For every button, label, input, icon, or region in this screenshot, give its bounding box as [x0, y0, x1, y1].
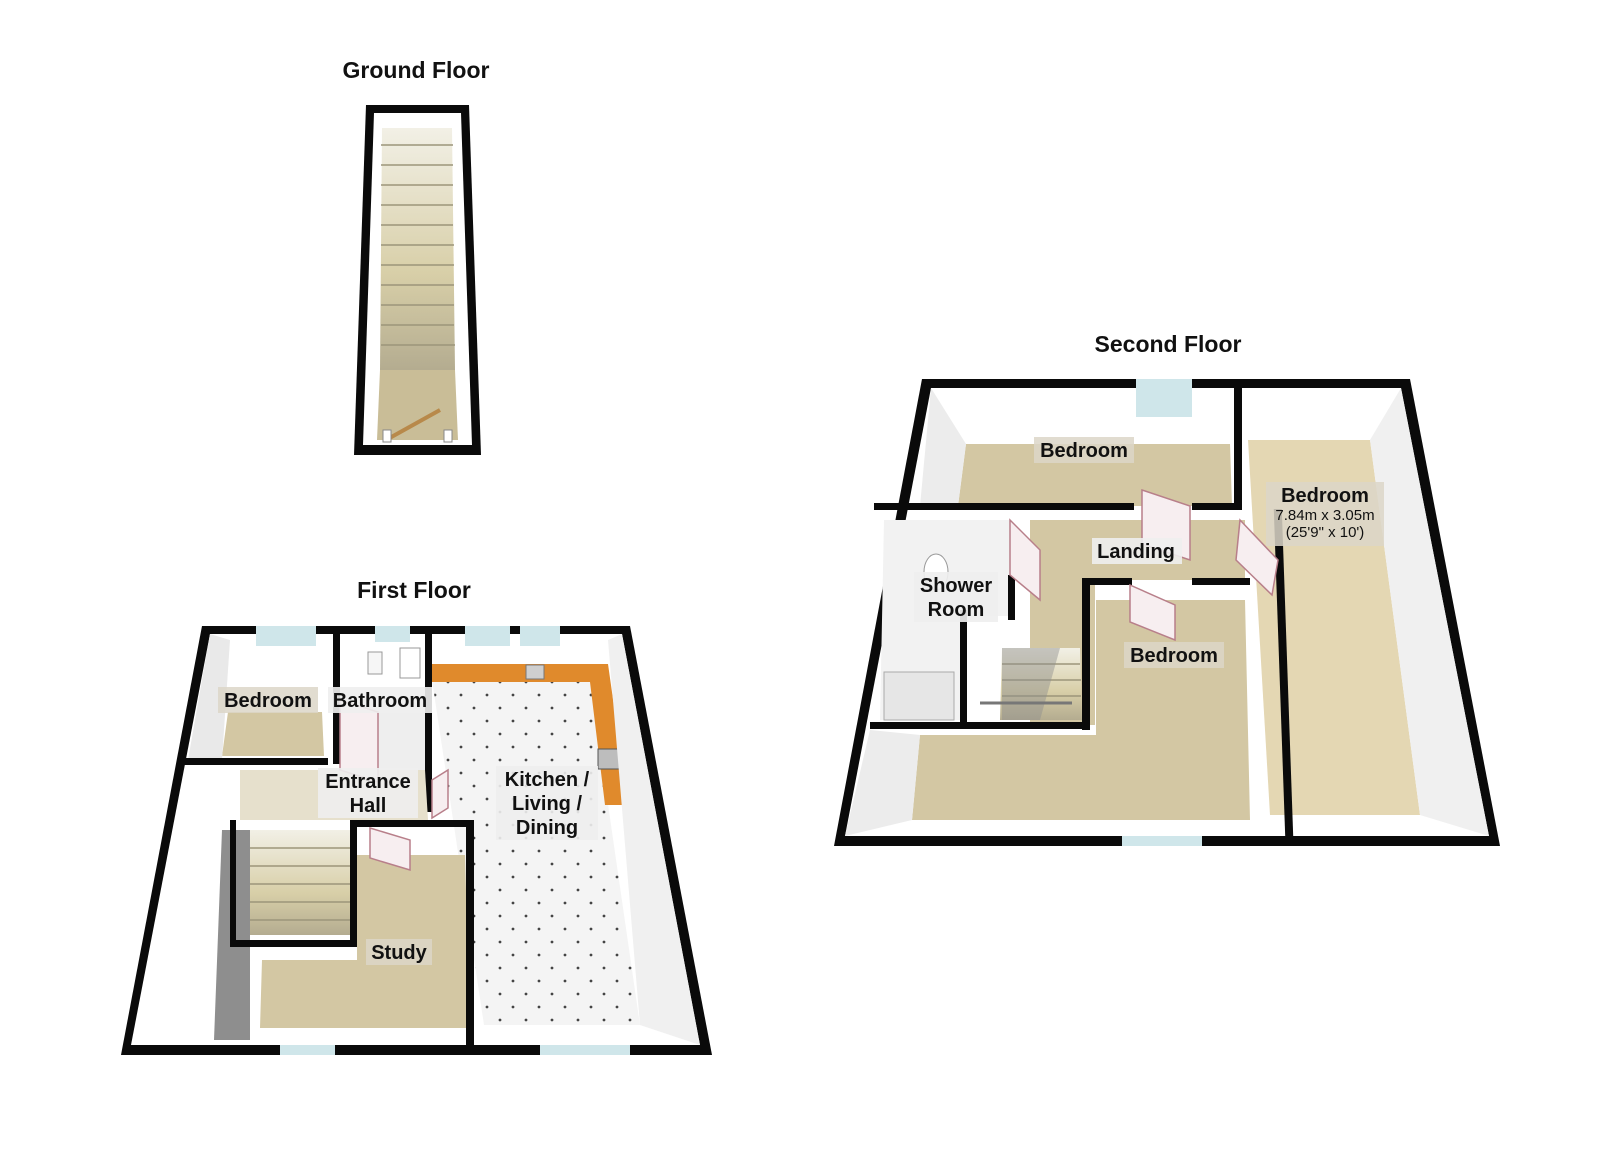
second-bedroom-top-divider-wall — [1234, 379, 1242, 509]
shower-room-label-line2: Room — [928, 599, 985, 621]
study-right-wall — [466, 820, 474, 1045]
study-label: Study — [371, 942, 427, 964]
landing-label-bg — [1092, 538, 1182, 564]
first-bedroom-divider — [183, 758, 328, 765]
bathroom-label-bg — [328, 687, 432, 713]
first-bedroom-label: Bedroom — [224, 690, 312, 712]
second-floor-stairs — [980, 648, 1082, 720]
ground-floor-title: Ground Floor — [343, 57, 490, 83]
ground-floor-stairs — [377, 128, 458, 443]
first-bedroom-floor — [222, 712, 324, 756]
stairs-enclosure-wall — [1082, 578, 1090, 730]
entrance-hall-label-bg — [318, 768, 418, 818]
sink-icon — [525, 664, 545, 680]
second-bedroom-middle-top-wall — [1088, 578, 1132, 585]
bathroom-label: Bathroom — [333, 690, 427, 712]
kitchen-label-line3: Dining — [516, 817, 578, 839]
second-bedroom-large-label: Bedroom — [1281, 485, 1369, 507]
study-floor — [260, 855, 470, 1028]
shower-room-label-line1: Shower — [920, 575, 992, 597]
second-bedroom-middle-label-bg — [1124, 642, 1224, 668]
ground-floor: Ground Floor — [343, 57, 490, 455]
second-floor: Second Floor — [834, 331, 1500, 846]
first-floor: First Floor — [121, 577, 712, 1055]
stairs-left-wall — [230, 820, 236, 945]
study-label-bg — [366, 939, 432, 965]
second-bedroom-large-right-wall — [1370, 388, 1489, 836]
second-floor-title: Second Floor — [1095, 331, 1242, 357]
second-bedroom-large-dim-imperial: (25'9" x 10') — [1286, 524, 1365, 541]
shower-room-bottom-wall — [870, 722, 970, 729]
second-floor-window-top — [1136, 379, 1192, 417]
kitchen-worktop — [432, 664, 628, 805]
second-bedroom-middle-top-wall-right — [1192, 578, 1250, 585]
stairs-enclosure-bottom — [960, 722, 1090, 729]
second-bedroom-top-floor — [958, 444, 1232, 506]
hob-icon — [597, 748, 621, 770]
entrance-hall-label-line2: Hall — [350, 795, 387, 817]
second-bedroom-large-label-bg — [1266, 482, 1384, 546]
kitchen-right-wall — [608, 634, 700, 1045]
bathroom-right-wall — [425, 634, 432, 812]
entrance-hall-bottom-wall — [355, 820, 470, 827]
second-bedroom-large-dim-metric: 7.84m x 3.05m — [1275, 507, 1374, 524]
second-bedroom-large-left-wall — [1273, 509, 1294, 839]
shower-tray-icon — [883, 671, 955, 721]
shower-room-right-wall — [960, 610, 967, 728]
kitchen-label-line2: Living / — [512, 793, 582, 815]
second-bedroom-top-bottom-wall — [874, 503, 1134, 510]
stairs-right-wall — [350, 820, 357, 945]
bathroom-basin-icon — [367, 651, 383, 675]
bathroom-toilet-icon — [399, 647, 421, 679]
first-bedroom-label-bg — [218, 687, 318, 713]
study-top-wall — [230, 940, 357, 947]
landing-label: Landing — [1097, 541, 1175, 563]
shower-room-inner-wall — [1008, 575, 1015, 620]
kitchen-label-line1: Kitchen / — [505, 769, 590, 791]
shower-room-label-bg — [914, 572, 998, 622]
first-floor-windows — [256, 626, 630, 1055]
second-floor-window-bottom — [1122, 836, 1202, 846]
second-bedroom-top-bottom-wall-right — [1192, 503, 1242, 510]
second-bedroom-top-label: Bedroom — [1040, 440, 1128, 462]
first-bedroom-wall-left — [188, 634, 230, 760]
second-bedroom-middle-label: Bedroom — [1130, 645, 1218, 667]
second-bedroom-top-label-bg — [1034, 437, 1134, 463]
entrance-hall-label-line1: Entrance — [325, 771, 411, 793]
first-floor-title: First Floor — [357, 577, 471, 603]
second-bedroom-middle-left-wall — [845, 730, 920, 836]
second-bedroom-top-left-wall — [920, 388, 966, 506]
kitchen-label-bg — [496, 766, 598, 840]
